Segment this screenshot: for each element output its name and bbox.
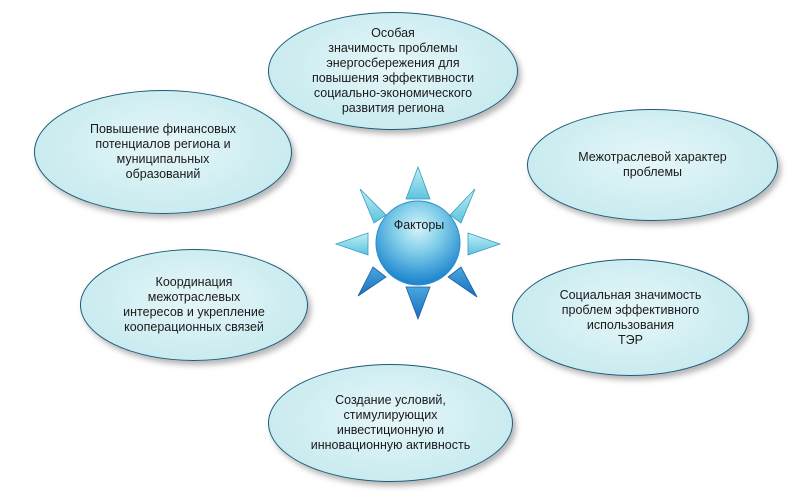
sun-ray-top-left [359,188,387,224]
sun-ray-left [334,232,369,256]
factor-text-upper-left: Повышение финансовых потенциалов региона… [89,122,237,181]
sun-ray-top [405,165,431,200]
sun-core [375,200,461,286]
factor-text-lower-left: Координация межотраслевых интересов и ук… [123,275,265,334]
factor-text-bottom: Создание условий, стимулирующих инвестиц… [310,393,471,452]
factor-text-top: Особая значимость проблемы энергосбереже… [311,26,475,115]
sun-ray-right [467,232,502,256]
sun-icon [334,165,502,321]
sun-ray-bottom [405,286,431,321]
sun-ray-top-right [449,188,476,224]
factor-bubble-lower-right: Социальная значимость проблем эффективно… [512,259,749,376]
factor-bubble-lower-left: Координация межотраслевых интересов и ук… [80,249,308,361]
sun-ray-bottom-right [447,266,478,298]
factor-bubble-top: Особая значимость проблемы энергосбереже… [268,12,518,130]
factor-text-upper-right: Межотраслевой характер проблемы [578,150,727,179]
sun-ray-bottom-left [357,266,387,297]
factor-bubble-upper-left: Повышение финансовых потенциалов региона… [34,90,292,214]
factor-bubble-upper-right: Межотраслевой характер проблемы [527,109,778,221]
center-label: Факторы [393,218,445,232]
factor-text-lower-right: Социальная значимость проблем эффективно… [559,287,702,347]
factor-bubble-bottom: Создание условий, стимулирующих инвестиц… [268,364,513,482]
